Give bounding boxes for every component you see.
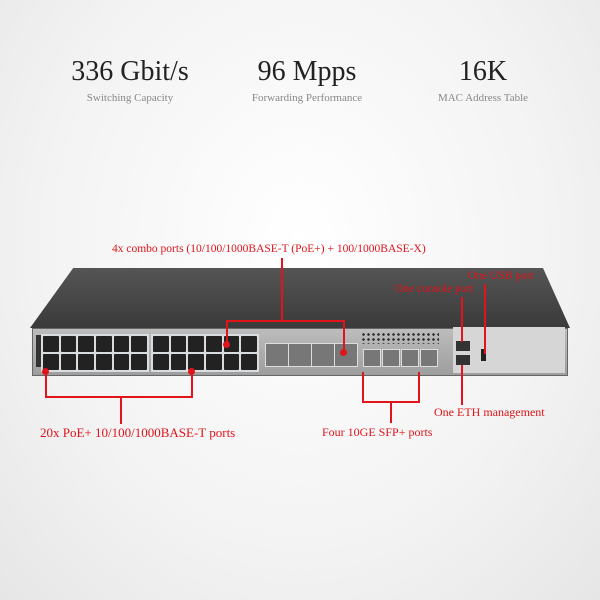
callout-sfp: Four 10GE SFP+ ports bbox=[322, 425, 433, 439]
stat-value: 336 Gbit/s bbox=[71, 56, 189, 87]
stat-value: 16K bbox=[458, 56, 508, 87]
callout-line bbox=[390, 401, 392, 423]
sfp-plus-port bbox=[401, 349, 419, 367]
rj45-port bbox=[153, 336, 169, 352]
rj45-port bbox=[188, 354, 204, 370]
stat-switching: 336 Gbit/s Switching Capacity bbox=[45, 56, 215, 104]
callout-line bbox=[461, 365, 463, 405]
callout-line bbox=[226, 320, 344, 322]
callout-line bbox=[281, 258, 283, 320]
rj45-port bbox=[188, 336, 204, 352]
sfp-plus-port bbox=[420, 349, 438, 367]
callout-combo: 4x combo ports (10/100/1000BASE-T (PoE+)… bbox=[112, 243, 426, 255]
rj45-port bbox=[131, 354, 147, 370]
callout-line bbox=[461, 297, 463, 342]
stat-forwarding: 96 Mpps Forwarding Performance bbox=[222, 56, 392, 104]
rj45-port bbox=[153, 354, 169, 370]
callout-line bbox=[343, 320, 345, 350]
rj45-port bbox=[113, 354, 130, 370]
combo-sfp-port bbox=[311, 343, 335, 367]
port-bank-1 bbox=[41, 334, 149, 372]
callout-line bbox=[362, 372, 364, 402]
rj45-port bbox=[131, 336, 147, 352]
combo-sfp-port bbox=[334, 343, 358, 367]
callout-dot bbox=[340, 349, 347, 356]
eth-management-port bbox=[456, 355, 470, 365]
callout-line bbox=[484, 284, 486, 354]
callout-line bbox=[45, 396, 193, 398]
combo-sfp-port bbox=[265, 343, 289, 367]
stat-label: MAC Address Table bbox=[437, 92, 529, 104]
rj45-port bbox=[60, 336, 77, 352]
rj45-port bbox=[96, 336, 112, 352]
callout-poe: 20x PoE+ 10/100/1000BASE-T ports bbox=[40, 425, 236, 440]
callout-dot bbox=[223, 341, 230, 348]
callout-dot bbox=[42, 368, 49, 375]
callout-line bbox=[418, 372, 420, 402]
rj45-port bbox=[241, 354, 257, 370]
callout-console: One console port bbox=[395, 283, 474, 295]
callout-line bbox=[45, 372, 47, 397]
callout-line bbox=[120, 396, 122, 424]
stat-label: Forwarding Performance bbox=[251, 92, 363, 104]
rj45-port bbox=[206, 354, 222, 370]
rj45-port bbox=[241, 336, 257, 352]
vent-holes bbox=[361, 332, 439, 344]
sfp-plus-port bbox=[382, 349, 400, 367]
rj45-port bbox=[113, 336, 130, 352]
switch-top bbox=[30, 268, 570, 328]
combo-sfp-port bbox=[288, 343, 312, 367]
rj45-port bbox=[60, 354, 77, 370]
rj45-port bbox=[43, 336, 59, 352]
port-bank-2 bbox=[151, 334, 259, 372]
sfp-plus-port bbox=[363, 349, 381, 367]
callout-line bbox=[191, 372, 193, 397]
callout-line bbox=[226, 320, 228, 342]
rj45-port bbox=[96, 354, 112, 370]
console-port bbox=[456, 341, 470, 351]
rj45-port bbox=[43, 354, 59, 370]
switch-front-panel bbox=[32, 327, 568, 376]
stat-mac: 16K MAC Address Table bbox=[398, 56, 568, 104]
callout-eth: One ETH management bbox=[434, 405, 545, 419]
mgmt-panel bbox=[453, 327, 565, 373]
usb-port bbox=[481, 349, 486, 361]
stat-value: 96 Mpps bbox=[257, 56, 357, 87]
rj45-port bbox=[78, 336, 94, 352]
status-leds bbox=[36, 335, 42, 367]
rj45-port bbox=[206, 336, 222, 352]
rj45-port bbox=[170, 354, 187, 370]
callout-dot bbox=[188, 368, 195, 375]
rj45-port bbox=[170, 336, 187, 352]
stat-label: Switching Capacity bbox=[86, 92, 174, 104]
callout-usb: One USB port bbox=[468, 270, 534, 282]
rj45-port bbox=[223, 354, 240, 370]
rj45-port bbox=[78, 354, 94, 370]
